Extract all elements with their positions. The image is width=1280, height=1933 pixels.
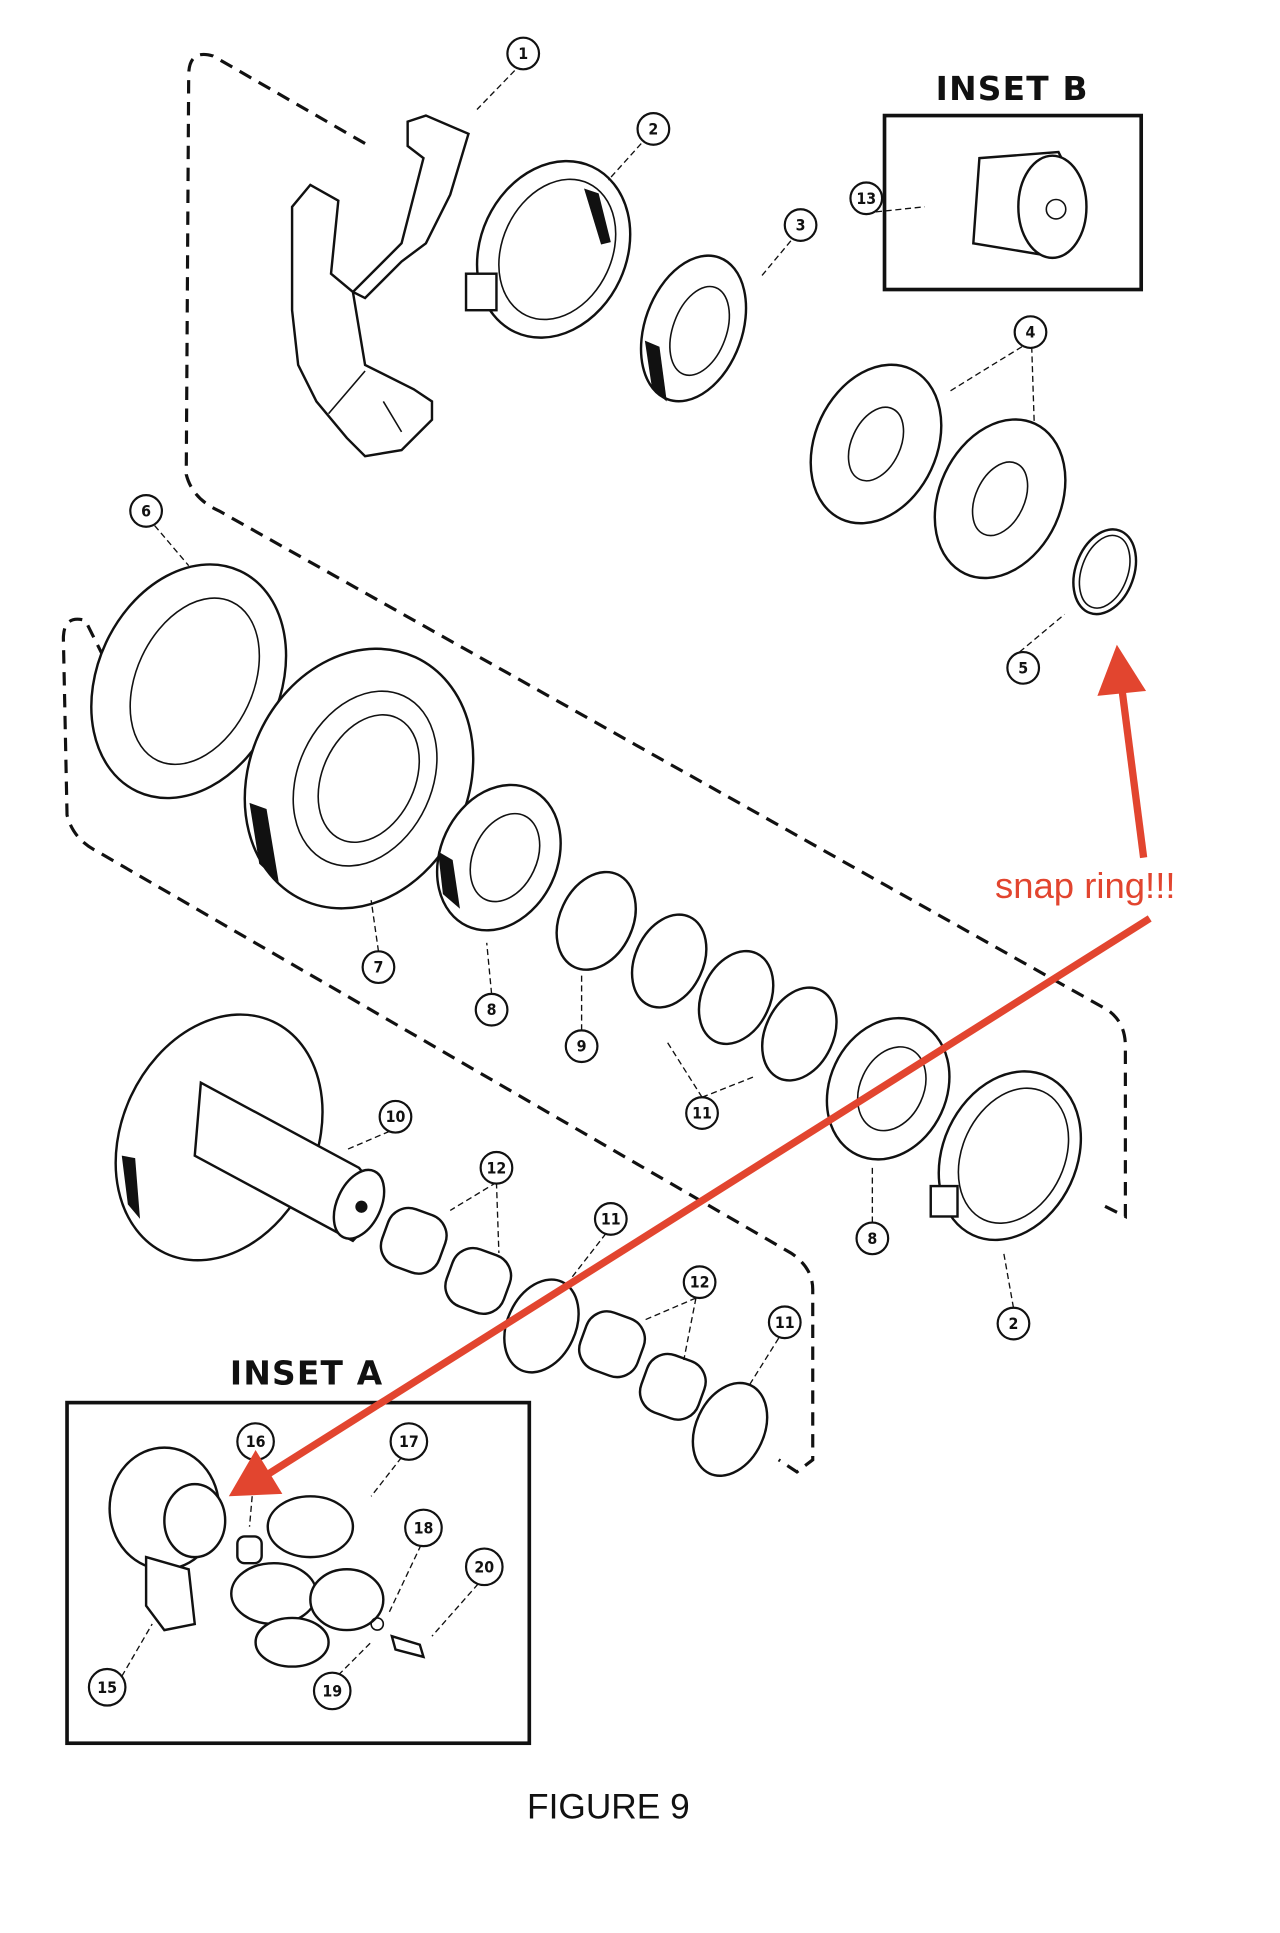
callout-17: 17	[389, 1422, 429, 1461]
callout-5: 5	[1006, 650, 1041, 685]
part-13-bushing	[972, 150, 1088, 260]
callout-8: 8	[855, 1221, 890, 1256]
part-15-fan-motor	[108, 1446, 227, 1632]
svg-text:5: 5	[1018, 658, 1028, 677]
arrow-to-inset-a	[265, 915, 1152, 1478]
svg-text:15: 15	[97, 1678, 117, 1697]
callout-12: 12	[682, 1265, 717, 1300]
part-1-bracket	[290, 114, 470, 458]
part-11-shims-lower	[503, 1278, 769, 1477]
snap-ring-note: snap ring!!!	[995, 865, 1176, 906]
callout-11: 11	[767, 1305, 802, 1340]
svg-text:19: 19	[322, 1681, 342, 1700]
svg-text:11: 11	[692, 1104, 712, 1123]
svg-text:12: 12	[690, 1273, 710, 1292]
callout-4: 4	[1013, 315, 1048, 350]
part-2-clamp	[464, 159, 632, 339]
callout-12: 12	[479, 1150, 514, 1185]
part-5-snap-ring	[1072, 528, 1138, 616]
inset-a-title: INSET A	[230, 1354, 384, 1392]
arrowhead-up-icon	[1097, 644, 1147, 696]
svg-text:2: 2	[1009, 1314, 1019, 1333]
callout-8: 8	[474, 992, 509, 1027]
callout-9: 9	[564, 1029, 599, 1064]
svg-text:6: 6	[141, 501, 151, 520]
svg-text:16: 16	[246, 1432, 266, 1451]
svg-text:11: 11	[775, 1313, 795, 1332]
svg-text:11: 11	[601, 1209, 621, 1228]
part-8-bearing-lower	[825, 1016, 951, 1161]
callout-6: 6	[129, 494, 164, 528]
callout-3: 3	[783, 208, 818, 242]
part-3-bearing	[639, 254, 748, 403]
figure-caption: FIGURE 9	[527, 1788, 690, 1827]
svg-text:9: 9	[577, 1037, 587, 1056]
part-17-fan-blade	[230, 1495, 385, 1668]
svg-text:8: 8	[867, 1229, 877, 1248]
callout-19: 19	[312, 1671, 352, 1711]
part-11-shims	[630, 913, 838, 1082]
svg-text:8: 8	[487, 1000, 497, 1019]
callout-15: 15	[87, 1667, 127, 1707]
svg-text:7: 7	[374, 958, 384, 977]
svg-text:2: 2	[648, 119, 658, 138]
svg-text:18: 18	[414, 1518, 434, 1537]
svg-text:3: 3	[796, 216, 806, 235]
leader-lines	[121, 70, 1065, 1677]
arrowhead-down-left-icon	[228, 1450, 283, 1497]
part-2-clamp-lower	[929, 1070, 1083, 1242]
callout-11: 11	[593, 1202, 628, 1236]
svg-text:12: 12	[487, 1158, 507, 1177]
callout-7: 7	[361, 950, 396, 985]
part-16-coupler	[236, 1535, 263, 1565]
part-18-washer	[370, 1617, 385, 1631]
part-6-seal	[90, 563, 288, 800]
inset-b-title: INSET B	[936, 70, 1089, 108]
part-4-washers	[809, 363, 1067, 580]
callout-11: 11	[685, 1096, 719, 1130]
callout-18: 18	[404, 1508, 443, 1548]
part-10-shaft	[114, 1013, 386, 1262]
part-12-gaskets	[379, 1206, 707, 1421]
callout-1: 1	[506, 36, 541, 71]
part-7-hub	[243, 647, 475, 910]
callout-13: 13	[849, 181, 884, 216]
part-9-shim	[555, 870, 637, 971]
part-20-screw	[390, 1634, 426, 1659]
callout-2: 2	[636, 112, 671, 146]
annotation-arrows	[228, 644, 1152, 1497]
part-8-bearing-upper	[435, 783, 562, 932]
callout-20: 20	[464, 1547, 504, 1587]
svg-text:4: 4	[1026, 323, 1036, 342]
arrow-to-snap-ring	[1118, 686, 1148, 859]
svg-text:13: 13	[856, 189, 876, 208]
svg-text:1: 1	[518, 44, 528, 63]
callout-2: 2	[996, 1306, 1031, 1341]
callout-10: 10	[378, 1099, 413, 1134]
group-outline-top	[184, 52, 1127, 1220]
svg-text:20: 20	[474, 1557, 494, 1576]
svg-text:17: 17	[399, 1432, 419, 1451]
svg-text:10: 10	[386, 1107, 406, 1126]
